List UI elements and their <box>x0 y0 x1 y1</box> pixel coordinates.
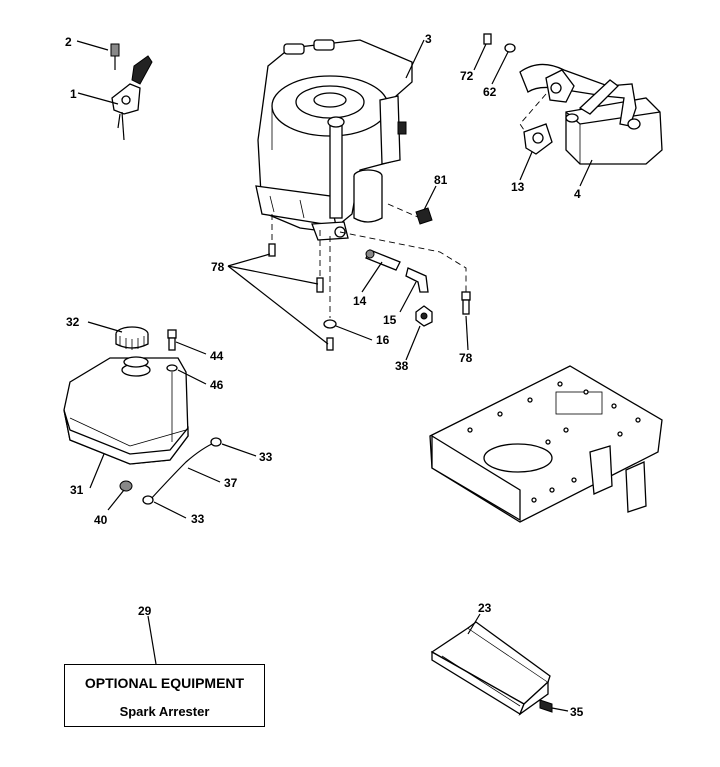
engine-part <box>255 39 413 241</box>
callout-40: 40 <box>94 513 108 527</box>
callout-33-lower: 33 <box>191 512 205 526</box>
callout-81: 81 <box>434 173 448 187</box>
callout-46: 46 <box>210 378 224 392</box>
callout-16: 16 <box>376 333 390 347</box>
callout-72: 72 <box>460 69 474 83</box>
callout-37: 37 <box>224 476 238 490</box>
callout-1: 1 <box>70 87 77 101</box>
bolts-and-hose-parts <box>268 243 471 351</box>
callout-33-upper: 33 <box>259 450 273 464</box>
callout-3: 3 <box>425 32 432 46</box>
callout-23: 23 <box>478 601 492 615</box>
callout-78-right: 78 <box>459 351 473 365</box>
fuel-tank-part <box>63 326 222 505</box>
throttle-control-part <box>110 43 153 141</box>
muffler-part <box>483 33 663 165</box>
engine-mounting-plate <box>429 365 663 523</box>
callout-29: 29 <box>138 604 152 618</box>
callout-31: 31 <box>70 483 84 497</box>
optional-equipment-box: OPTIONAL EQUIPMENT Spark Arrester <box>64 664 265 727</box>
callout-4: 4 <box>574 187 581 201</box>
callout-44: 44 <box>210 349 224 363</box>
callout-13: 13 <box>511 180 525 194</box>
callout-2: 2 <box>65 35 72 49</box>
fitting-81-part <box>415 207 433 225</box>
callout-38: 38 <box>395 359 409 373</box>
heat-shield-part <box>430 621 553 716</box>
callout-62: 62 <box>483 85 497 99</box>
callout-14: 14 <box>353 294 367 308</box>
callout-15: 15 <box>383 313 397 327</box>
callout-78-left: 78 <box>211 260 225 274</box>
optional-equipment-title: OPTIONAL EQUIPMENT <box>84 675 245 691</box>
callout-32: 32 <box>66 315 80 329</box>
callout-35: 35 <box>570 705 584 719</box>
optional-equipment-subtitle: Spark Arrester <box>119 704 210 719</box>
